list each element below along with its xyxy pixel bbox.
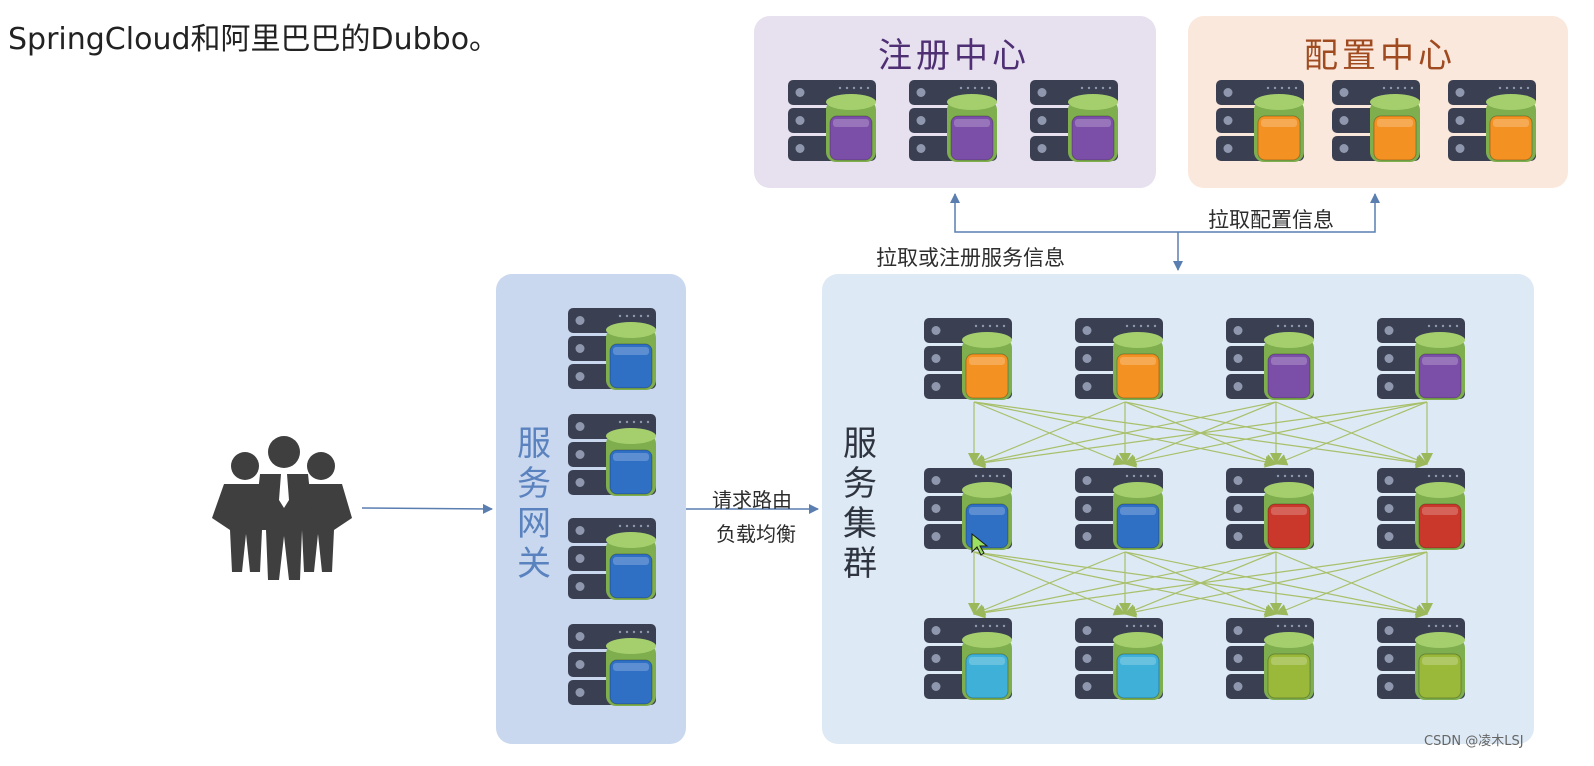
cluster-call-mesh [968, 401, 1433, 619]
gateway-title: 服务网关 [517, 424, 551, 584]
cluster-server-1-1 [924, 318, 1012, 400]
mesh-edge-r1c4-r2c2 [1124, 401, 1428, 468]
mouse-cursor-icon [971, 532, 989, 556]
cluster-server-3-4 [1377, 618, 1465, 700]
cluster-server-1-3 [1226, 318, 1314, 400]
route-label: 请求路由 [712, 488, 792, 512]
cluster-to-registry-arrow [950, 193, 1178, 233]
cluster-server-1-4 [1377, 318, 1465, 400]
gateway-server-2 [568, 414, 656, 496]
mesh-edge-r2c4-r3c2 [1124, 551, 1428, 618]
cluster-server-3-1 [924, 618, 1012, 700]
cluster-server-2-4 [1377, 468, 1465, 550]
mesh-edge-r2c4-r3c1 [973, 551, 1428, 619]
watermark: CSDN @凌木LSJ [1424, 734, 1524, 749]
servers [568, 80, 1536, 706]
service-cluster-title: 服务集群 [843, 424, 877, 584]
mesh-edge-r1c2-r2c1 [973, 401, 1126, 466]
connectors [361, 193, 1380, 514]
cluster-server-3-2 [1075, 618, 1163, 700]
users-to-gateway-arrow [361, 503, 493, 514]
gateway-server-4 [568, 624, 656, 706]
pull-register-label: 拉取或注册服务信息 [876, 246, 1065, 270]
config-server-1 [1216, 80, 1304, 162]
gateway-server-3 [568, 518, 656, 600]
cluster-server-2-2 [1075, 468, 1163, 550]
mesh-edge-r1c4-r2c3 [1275, 401, 1428, 466]
users-icon [212, 436, 352, 580]
cluster-server-3-3 [1226, 618, 1314, 700]
heading: SpringCloud和阿里巴巴的Dubbo。 [8, 22, 500, 57]
gateway-server-1 [568, 308, 656, 390]
registry-server-3 [1030, 80, 1118, 162]
cluster-to-config-arrow [1178, 193, 1380, 233]
registry-server-1 [788, 80, 876, 162]
cluster-server-1-2 [1075, 318, 1163, 400]
registry-server-2 [909, 80, 997, 162]
cluster-server-2-1 [924, 468, 1012, 550]
mesh-edge-r2c2-r3c1 [973, 551, 1126, 616]
config-server-2 [1332, 80, 1420, 162]
load-balance-label: 负载均衡 [716, 522, 796, 546]
cluster-server-2-3 [1226, 468, 1314, 550]
mesh-edge-r2c3-r3c1 [973, 551, 1277, 618]
registry-center-title: 注册中心 [878, 36, 1030, 76]
mesh-edge-r1c3-r2c1 [973, 401, 1277, 468]
mesh-edge-r2c4-r3c3 [1275, 551, 1428, 616]
config-center-title: 配置中心 [1304, 36, 1456, 76]
config-server-3 [1448, 80, 1536, 162]
mesh-edge-r1c4-r2c1 [973, 401, 1428, 469]
pull-config-label: 拉取配置信息 [1208, 208, 1334, 232]
